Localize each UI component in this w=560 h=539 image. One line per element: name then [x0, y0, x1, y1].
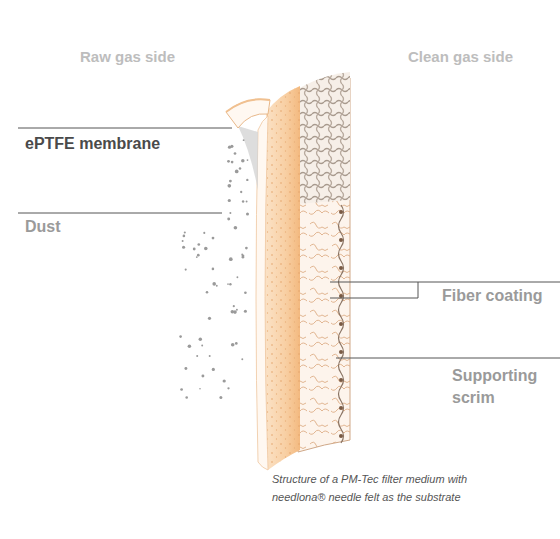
scrim-knot: [339, 406, 343, 410]
leader-lines: [18, 128, 560, 358]
dust-particle: [184, 367, 187, 370]
dust-particle: [236, 309, 238, 311]
dust-particle: [212, 282, 216, 286]
leader-line: [18, 213, 222, 214]
dust-particle: [212, 237, 215, 240]
dust-particle: [193, 248, 196, 251]
scrim-knot: [339, 294, 343, 298]
dust-particle: [231, 343, 235, 347]
dust-particle: [235, 170, 239, 174]
dust-particle: [219, 396, 222, 399]
dust-particle: [242, 200, 244, 202]
membrane-edge: [226, 99, 270, 112]
dust-particle: [223, 379, 226, 382]
dust-particle: [199, 338, 202, 341]
side-label: Raw gas side: [80, 48, 175, 65]
dust-particle: [241, 159, 245, 163]
dust-particle: [216, 285, 218, 287]
dust-particle: [204, 247, 208, 251]
dust-particle: [185, 269, 187, 271]
scrim-dots: [339, 210, 343, 438]
dust-particle: [241, 254, 243, 256]
side-label: Clean gas side: [408, 48, 513, 65]
dust-particle: [212, 368, 215, 371]
dust-particle: [179, 335, 182, 338]
dust-particle: [208, 317, 211, 320]
dust-particle: [246, 201, 248, 203]
dust-particle: [234, 152, 237, 155]
dust-particle: [233, 305, 235, 307]
dust-particle: [185, 396, 188, 399]
dust-particle: [197, 254, 200, 257]
dust-particle: [228, 199, 231, 202]
scrim-line: [339, 205, 344, 443]
membrane-shadow: [238, 126, 258, 190]
dust-particle: [229, 212, 231, 214]
scrim-knot: [339, 266, 343, 270]
dust-particle: [236, 276, 238, 278]
dust-particle: [244, 291, 247, 294]
dust-particle: [241, 358, 243, 360]
dust-particle: [199, 388, 201, 390]
scrim-knot: [339, 350, 343, 354]
scrim-knot: [339, 210, 343, 214]
dust-particle: [188, 344, 192, 348]
dust-particle: [240, 191, 242, 193]
dust-particle: [229, 180, 232, 183]
dust-particle: [246, 179, 248, 181]
leader-line: [18, 128, 232, 129]
dust-particle: [233, 310, 237, 314]
caption: Structure of a PM-Tec filter medium with…: [272, 470, 512, 506]
dust-particle: [227, 184, 231, 188]
dust-particle: [227, 283, 229, 285]
scrim-knot: [339, 378, 343, 382]
dust-particle: [227, 218, 230, 221]
dust-particle: [231, 161, 234, 164]
dust-particle: [245, 247, 248, 250]
scrim-knot: [339, 434, 343, 438]
dust-particle: [203, 232, 205, 234]
dust-particle: [227, 387, 229, 389]
dust-particle: [183, 235, 186, 238]
dust-particle: [228, 146, 231, 149]
dust-particle: [184, 231, 186, 233]
dust-particle: [209, 355, 211, 357]
dust-particle: [212, 268, 215, 271]
dust-particle: [206, 291, 209, 294]
dust-particle: [229, 257, 233, 261]
dust-particle: [227, 160, 230, 163]
scrim-knot: [339, 322, 343, 326]
dust-particle: [196, 355, 198, 357]
dust-particle: [247, 159, 249, 161]
felt-texture: [264, 86, 300, 470]
dust-particle: [180, 388, 183, 391]
dust-particle: [242, 256, 245, 259]
dust-particle: [235, 342, 238, 345]
dust-particle: [244, 310, 247, 313]
dust-particle: [196, 256, 198, 258]
needle-felt: [264, 86, 300, 470]
dust-particle: [197, 243, 200, 246]
dust-particle: [229, 283, 231, 285]
ePTFE-membrane-flap: [226, 99, 270, 128]
dust-particle: [201, 345, 203, 347]
dust-particle: [239, 167, 242, 170]
part-label: Fiber coating: [442, 287, 542, 305]
dust-particle: [201, 375, 204, 378]
dust-particle: [182, 246, 185, 249]
dust-particle: [243, 139, 245, 141]
leader-line: [336, 358, 560, 359]
part-label: Supporting scrim: [452, 365, 552, 409]
part-label: ePTFE membrane: [25, 135, 160, 153]
dust-particle: [182, 240, 184, 242]
scrim-knot: [339, 238, 343, 242]
dust-particle: [246, 212, 249, 215]
dust-particle: [234, 226, 238, 230]
dust-particles: [179, 139, 249, 399]
part-label: Dust: [25, 218, 61, 236]
